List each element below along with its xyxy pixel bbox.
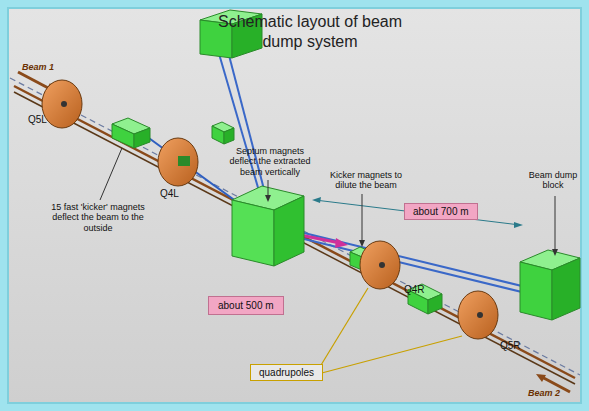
beam-label: Beam 2 <box>528 388 578 398</box>
magnet-label: Q4L <box>160 188 190 200</box>
callout-note: Beam dump block <box>525 170 581 191</box>
callout-box: quadrupoles <box>250 364 323 381</box>
magnet-label: Q5L <box>28 114 58 126</box>
beam-label: Beam 1 <box>22 62 72 72</box>
callout-note: Kicker magnets to dilute the beam <box>318 170 414 191</box>
distance-box: about 700 m <box>404 203 478 220</box>
box-text: about 700 m <box>413 206 469 217</box>
diagram-title: Schematic layout of beam dump system <box>200 12 420 52</box>
magnet-label: Q4R <box>404 284 434 296</box>
box-text: quadrupoles <box>259 367 314 378</box>
box-text: about 500 m <box>218 300 274 311</box>
distance-box: about 500 m <box>208 296 284 315</box>
callout-note: 15 fast 'kicker' magnets deflect the bea… <box>48 202 148 233</box>
magnet-label: Q5R <box>500 340 530 352</box>
callout-note: Septum magnets deflect the extracted bea… <box>225 146 315 177</box>
